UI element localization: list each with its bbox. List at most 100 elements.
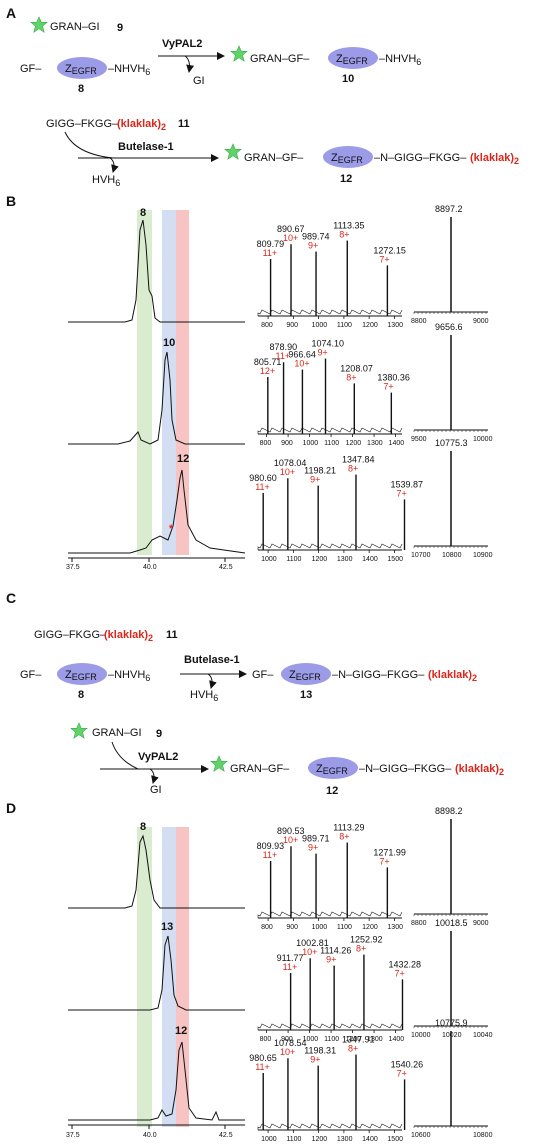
compound-9: 9 (117, 22, 123, 34)
deconv-tick-label: 10000 (473, 436, 493, 443)
panel-label-c: C (6, 590, 16, 606)
gran-gi-label: GRAN–GI (50, 21, 100, 33)
ms-peak-charge: 11+ (255, 482, 270, 492)
ms-tick-label: 1200 (346, 440, 362, 447)
deconv-tick-label: 8800 (411, 318, 427, 325)
deconv-tick-label: 9500 (411, 436, 427, 443)
nhvh-label: –NHVH6 (108, 63, 150, 77)
ms-tick-label: 1100 (324, 440, 339, 447)
zegfr-ellipse (323, 146, 373, 168)
gran-gf-label: GRAN–GF– (250, 53, 310, 65)
ms-peak-mz: 809.79 (257, 239, 285, 249)
deconv-tick-label: 9000 (473, 920, 489, 927)
peak-label-12: 12 (177, 453, 189, 465)
ms-peak-charge: 10+ (280, 467, 295, 477)
ms-peak-charge: 10+ (294, 359, 309, 369)
zegfr-ellipse (281, 663, 331, 685)
ms-tick-label: 800 (261, 924, 273, 931)
ms-peak-charge: 8+ (348, 464, 358, 474)
deconv-mass: 10775.3 (435, 438, 468, 448)
fluorophore-star-icon (70, 722, 88, 739)
deconv-tick-label: 10700 (411, 552, 431, 559)
ms-peak-charge: 9+ (310, 1055, 320, 1065)
ms-tick-label: 1400 (362, 556, 378, 563)
deconv-tick-label: 10800 (442, 552, 462, 559)
ms-tick-label: 900 (281, 440, 293, 447)
ms-tick-label: 900 (286, 924, 298, 931)
ms-tick-label: 1100 (324, 1036, 339, 1043)
ms-tick-label: 900 (286, 322, 298, 329)
ms-tick-label: 1500 (387, 1136, 403, 1143)
ms-peak-charge: 9+ (310, 475, 320, 485)
ms-tick-label: 1200 (346, 1036, 362, 1043)
ms-noise (257, 543, 403, 550)
ms-tick-label: 1200 (362, 924, 378, 931)
gran-gi-label: GRAN–GI (92, 727, 142, 739)
ms-tick-label: 1300 (367, 1036, 383, 1043)
compound-10: 10 (342, 73, 354, 85)
axis-tick: 37.5 (66, 1132, 80, 1139)
ms-peak-mz: 1074.10 (312, 339, 345, 349)
ms-peak-charge: 8+ (346, 372, 356, 382)
ms-peak-mz: 966.64 (288, 350, 316, 360)
ms-tick-label: 1200 (362, 322, 378, 329)
compound-8: 8 (78, 689, 84, 701)
n-gigg-fkgg-label: –N–GIGG–FKGG– (359, 763, 452, 775)
ms-peak-charge: 10+ (283, 233, 298, 243)
ms-peak-mz: 1113.29 (333, 823, 364, 833)
enzyme-butelase: Butelase-1 (118, 141, 174, 153)
gigg-fkgg-label: GIGG–FKGG– (34, 629, 107, 641)
ms-tick-label: 1100 (286, 556, 301, 563)
byproduct-gi: GI (193, 75, 205, 87)
ms-tick-label: 1000 (261, 556, 277, 563)
deconv-mass: 8898.2 (435, 806, 463, 816)
deconv-mass: 10775.9 (435, 1018, 468, 1028)
ms-peak-mz: 989.74 (302, 232, 330, 242)
peak-label-13: 13 (161, 921, 173, 933)
deconv-mass: 9656.6 (435, 322, 463, 332)
n-gigg-fkgg-label: –N–GIGG–FKGG– (374, 152, 467, 164)
n-gigg-fkgg-label: –N–GIGG–FKGG– (332, 669, 425, 681)
ms-peak-mz: 878.90 (270, 342, 298, 352)
ms-peak-mz: 1198.21 (304, 466, 336, 476)
gigg-fkgg-label: GIGG–FKGG– (46, 118, 119, 130)
deconv-tick-label: 10020 (442, 1032, 462, 1039)
ms-tick-label: 1200 (312, 556, 328, 563)
ms-peak-charge: 8+ (348, 1044, 358, 1054)
compound-8: 8 (78, 83, 84, 95)
ms-peak-charge: 12+ (260, 366, 275, 376)
ms-tick-label: 1000 (312, 924, 328, 931)
ms-peak-charge: 9+ (308, 241, 318, 251)
ms-tick-label: 1100 (286, 1136, 301, 1143)
ms-tick-label: 800 (261, 322, 273, 329)
ms-peak-mz: 1347.91 (342, 1035, 375, 1045)
ms-peak-charge: 10+ (283, 835, 298, 845)
ms-peak-mz: 1078.54 (274, 1038, 307, 1048)
ms-tick-label: 800 (260, 1036, 272, 1043)
hplc-traces-b: 8 10 12 * 37.5 40.0 42.5 (66, 207, 246, 571)
enzyme-vypal2: VyPAL2 (138, 751, 178, 763)
ms-tick-label: 1000 (303, 1036, 319, 1043)
zegfr-ellipse (308, 757, 358, 779)
ms-peak-mz: 1347.84 (342, 455, 375, 465)
ms-tick-label: 1300 (337, 556, 353, 563)
ms-tick-label: 1000 (261, 1136, 277, 1143)
ms-peak-mz: 1208.07 (340, 363, 373, 373)
ms-tick-label: 1300 (367, 440, 383, 447)
ms-peak-charge: 11+ (283, 962, 298, 972)
ms-tick-label: 1000 (303, 440, 319, 447)
enzyme-butelase: Butelase-1 (184, 654, 240, 666)
hvh-label: HVH6 (92, 174, 120, 188)
gf-label: GF– (20, 63, 42, 75)
fluorophore-star-icon (224, 143, 242, 160)
compound-12: 12 (340, 173, 352, 185)
ms-peak-mz: 1272.15 (373, 245, 406, 255)
ms-noise (257, 911, 403, 918)
deconv-tick-label: 10900 (473, 552, 493, 559)
ms-peak-charge: 11+ (255, 1062, 270, 1072)
ms-tick-label: 1400 (362, 1136, 378, 1143)
gran-gf-label: GRAN–GF– (244, 152, 304, 164)
ms-peak-charge: 8+ (339, 230, 349, 240)
